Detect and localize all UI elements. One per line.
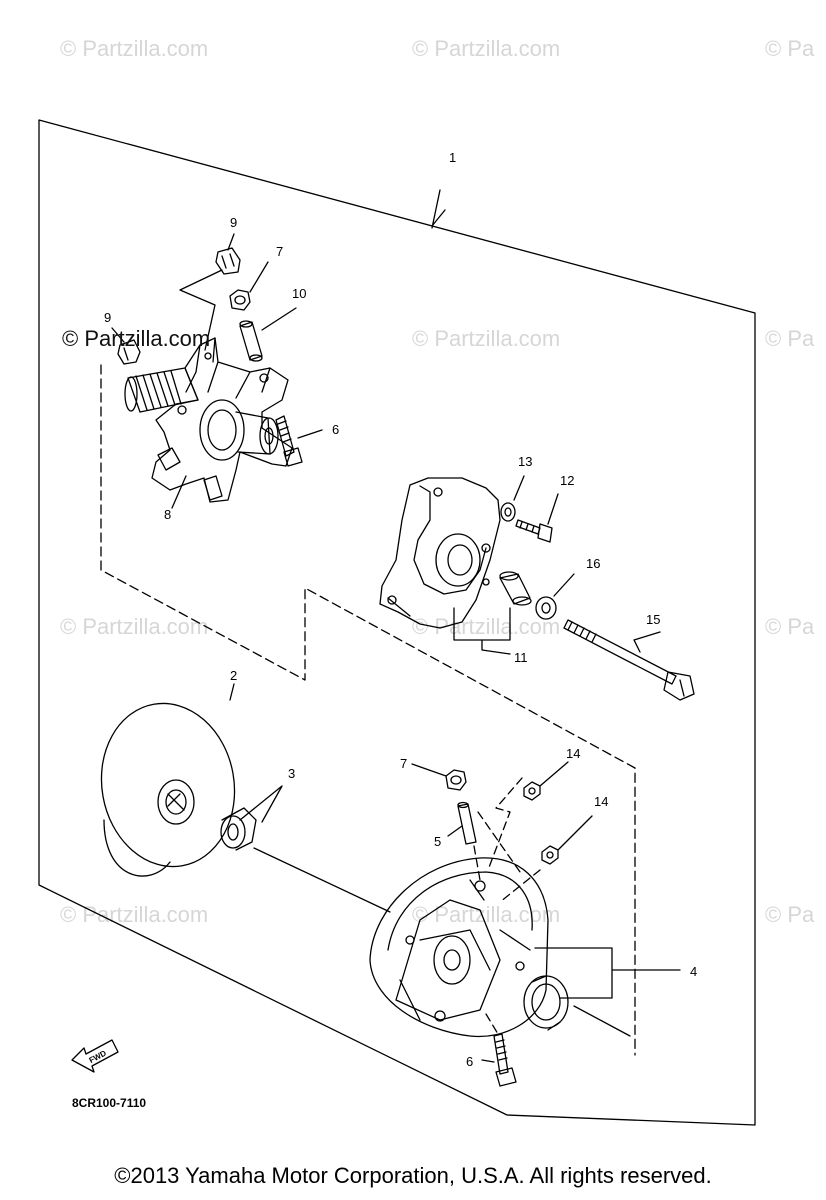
callout-13: 13 [518, 454, 532, 469]
watermark: © Partzilla.com [412, 614, 561, 639]
nut-7-upper [229, 289, 251, 311]
callout-14-upper: 14 [566, 746, 580, 761]
callout-9-upper: 9 [230, 215, 237, 230]
washer-16 [535, 596, 557, 620]
callout-7-lower: 7 [400, 756, 407, 771]
callout-3: 3 [288, 766, 295, 781]
watermark: © Partzilla.com [60, 902, 209, 927]
watermark: © Pa [765, 36, 815, 61]
callout-16: 16 [586, 556, 600, 571]
pin-5 [457, 801, 477, 845]
callout-8: 8 [164, 507, 171, 522]
bushing-4 [523, 975, 569, 1031]
nut-7-lower [445, 769, 467, 791]
watermark: © Partzilla.com [60, 614, 209, 639]
cover-11 [379, 477, 501, 629]
assembly-outline [38, 119, 756, 1126]
fwd-arrow-icon [71, 1039, 119, 1073]
watermark: © Pa [765, 326, 815, 351]
movable-sheave-4 [369, 857, 549, 1038]
bolt-12 [515, 519, 553, 543]
pin-10 [239, 320, 263, 362]
callout-12: 12 [560, 473, 574, 488]
washer-13 [500, 502, 516, 522]
collar-11 [499, 571, 532, 606]
bolt-6-lower [493, 1033, 517, 1087]
watermark: © Partzilla.com [412, 902, 561, 927]
watermark: © Pa [765, 902, 815, 927]
callout-6-upper: 6 [332, 422, 339, 437]
bolt-6-upper [275, 415, 303, 467]
callout-2: 2 [230, 668, 237, 683]
diagram-code: 8CR100-7110 [72, 1096, 146, 1110]
callout-4: 4 [690, 964, 697, 979]
nut-14-upper [523, 781, 541, 801]
sheave-2 [100, 702, 236, 877]
callout-7-upper: 7 [276, 244, 283, 259]
copyright-notice: ©2013 Yamaha Motor Corporation, U.S.A. A… [114, 1163, 712, 1188]
watermark: © Partzilla.com [412, 326, 561, 351]
callout-5: 5 [434, 834, 441, 849]
nut-14-lower [541, 845, 559, 865]
watermark: © Pa [765, 614, 815, 639]
watermark: © Partzilla.com [412, 36, 561, 61]
spider-hub [124, 337, 293, 503]
watermark: © Partzilla.com [60, 36, 209, 61]
callout-14-lower: 14 [594, 794, 608, 809]
watermark-dark: © Partzilla.com [62, 326, 211, 351]
callout-6-lower: 6 [466, 1054, 473, 1069]
callout-1: 1 [449, 150, 456, 165]
bushing-3 [220, 807, 257, 851]
callout-9-lower: 9 [104, 310, 111, 325]
callout-11: 11 [514, 650, 528, 665]
clip-9-lower [117, 339, 141, 365]
callout-10: 10 [292, 286, 306, 301]
callout-15: 15 [646, 612, 660, 627]
bolt-15 [563, 619, 695, 701]
clip-9-upper [215, 247, 241, 275]
